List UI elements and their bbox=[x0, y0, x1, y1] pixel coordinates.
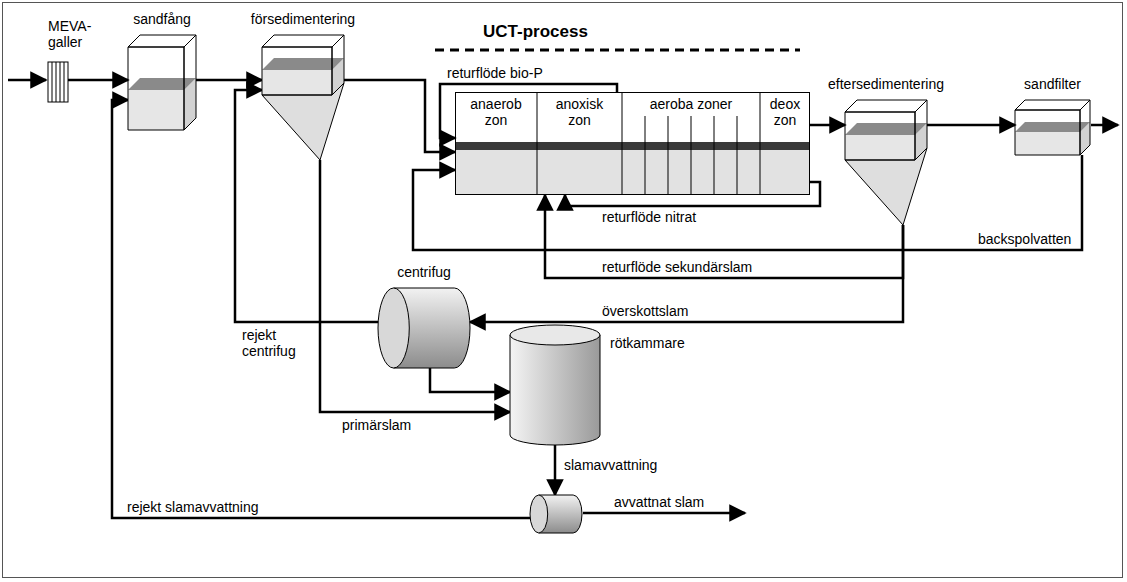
zone-box: anaerob zon bbox=[455, 92, 537, 195]
centrifuge-shape bbox=[378, 288, 470, 368]
dewatering-unit: slamavvattning bbox=[530, 495, 582, 533]
sand-filter: sandfilter bbox=[1015, 100, 1090, 155]
grit-chamber: sandfång bbox=[128, 35, 196, 130]
zone-box: anoxisk zon bbox=[537, 92, 622, 195]
node-label: slamavvattning bbox=[564, 457, 657, 473]
secondary-settler-shape bbox=[845, 100, 927, 225]
node-label: anaerob zon bbox=[465, 96, 527, 128]
flow-connector bbox=[68, 79, 128, 82]
flow-connector bbox=[810, 124, 845, 127]
node-label: försedimentering bbox=[251, 11, 355, 27]
screen-grate: MEVA- galler bbox=[48, 62, 68, 102]
node-label: sandfilter bbox=[1024, 76, 1081, 92]
centrifuge: centrifug bbox=[378, 288, 470, 368]
digester-shape bbox=[510, 325, 600, 445]
node-label: sandfång bbox=[133, 11, 191, 27]
flow-label: rejekt centrifug bbox=[240, 327, 316, 359]
primary-settler: försedimentering bbox=[262, 35, 344, 160]
flow-connector bbox=[545, 195, 903, 278]
process-heading: UCT-process bbox=[483, 22, 588, 42]
flow-connector bbox=[196, 79, 262, 82]
node-label: aeroba zoner bbox=[622, 96, 760, 112]
node-label: MEVA- galler bbox=[48, 18, 100, 50]
flow-label: returflöde bio-P bbox=[445, 65, 545, 81]
flow-connector bbox=[344, 80, 455, 152]
uct-basin: UCT-processanaerob zonanoxisk zonaeroba … bbox=[455, 92, 810, 195]
flow-label: rejekt slamavvattning bbox=[125, 499, 261, 515]
free-label: avvattnat slam bbox=[612, 494, 706, 510]
process-bracket bbox=[435, 49, 800, 52]
inflow-arrow bbox=[8, 79, 46, 82]
zone-box: deox zon bbox=[760, 92, 810, 195]
node-label: rötkammare bbox=[610, 335, 685, 351]
sand-filter-shape bbox=[1015, 100, 1090, 155]
flow-label: returflöde nitrat bbox=[600, 209, 698, 225]
flow-label: överskottslam bbox=[600, 303, 690, 319]
node-label: anoxisk zon bbox=[549, 96, 611, 128]
secondary-settler: eftersedimentering bbox=[845, 100, 927, 225]
zone-box: aeroba zoner bbox=[622, 92, 760, 195]
flow-connector bbox=[927, 124, 1015, 127]
flow-connector bbox=[470, 225, 903, 322]
digester: rötkammare bbox=[510, 325, 600, 445]
flow-connector bbox=[320, 160, 510, 412]
node-label: centrifug bbox=[397, 264, 451, 280]
flow-label: returflöde sekundärslam bbox=[600, 259, 754, 275]
flow-label: primärslam bbox=[340, 417, 413, 433]
screen-grate-shape bbox=[48, 62, 68, 102]
node-label: deox zon bbox=[763, 96, 807, 128]
flow-label: backspolvatten bbox=[976, 231, 1073, 247]
node-label: eftersedimentering bbox=[828, 76, 944, 92]
flow-connector bbox=[430, 368, 510, 392]
grit-chamber-shape bbox=[128, 35, 196, 130]
dewatering-unit-shape bbox=[530, 495, 582, 533]
primary-settler-shape bbox=[262, 35, 344, 160]
flow-connector bbox=[554, 445, 557, 495]
outflow-arrow bbox=[1091, 124, 1118, 127]
sludge-out-arrow bbox=[583, 512, 745, 515]
